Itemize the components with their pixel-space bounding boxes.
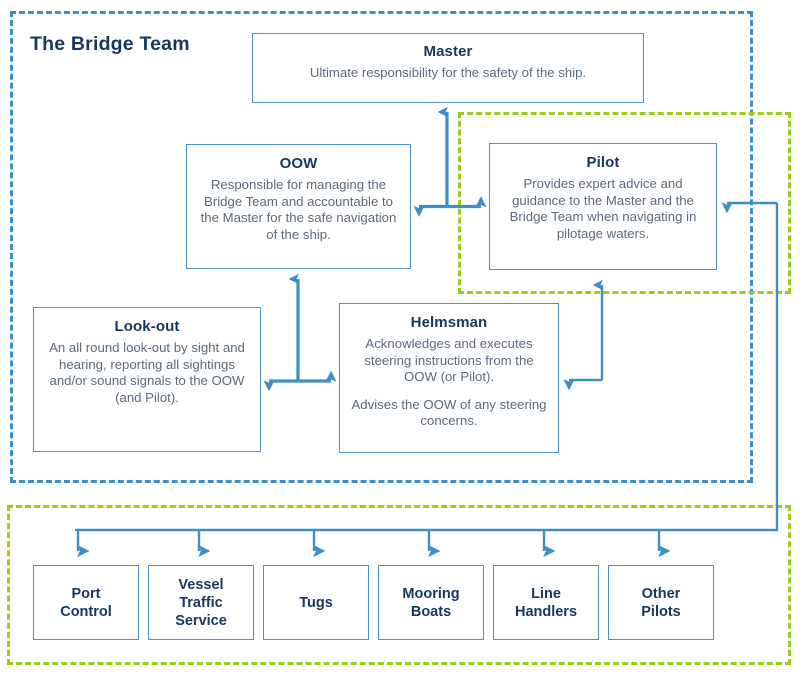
node-lookout-description: An all round look-out by sight and heari…: [49, 340, 245, 405]
node-helmsman-title: Helmsman: [410, 314, 488, 331]
node-pilot[interactable]: Pilot Provides expert advice and guidanc…: [489, 143, 717, 270]
node-helmsman-description-1: Acknowledges and executes steering instr…: [364, 336, 534, 384]
node-oow[interactable]: OOW Responsible for managing the Bridge …: [186, 144, 411, 269]
node-pilot-description: Provides expert advice and guidance to t…: [509, 176, 697, 241]
leaf-tugs[interactable]: Tugs: [263, 565, 369, 640]
node-master-title: Master: [423, 43, 473, 60]
node-pilot-title: Pilot: [586, 154, 620, 171]
node-oow-description: Responsible for managing the Bridge Team…: [200, 177, 397, 242]
node-lookout[interactable]: Look-out An all round look-out by sight …: [33, 307, 261, 452]
node-helmsman[interactable]: Helmsman Acknowledges and executes steer…: [339, 303, 559, 453]
node-master[interactable]: Master Ultimate responsibility for the s…: [252, 33, 644, 103]
page-title: The Bridge Team: [30, 33, 190, 55]
node-helmsman-description-2: Advises the OOW of any steering concerns…: [351, 396, 547, 429]
node-lookout-title: Look-out: [114, 318, 180, 335]
node-master-description: Ultimate responsibility for the safety o…: [309, 65, 587, 80]
node-oow-title: OOW: [279, 155, 318, 172]
